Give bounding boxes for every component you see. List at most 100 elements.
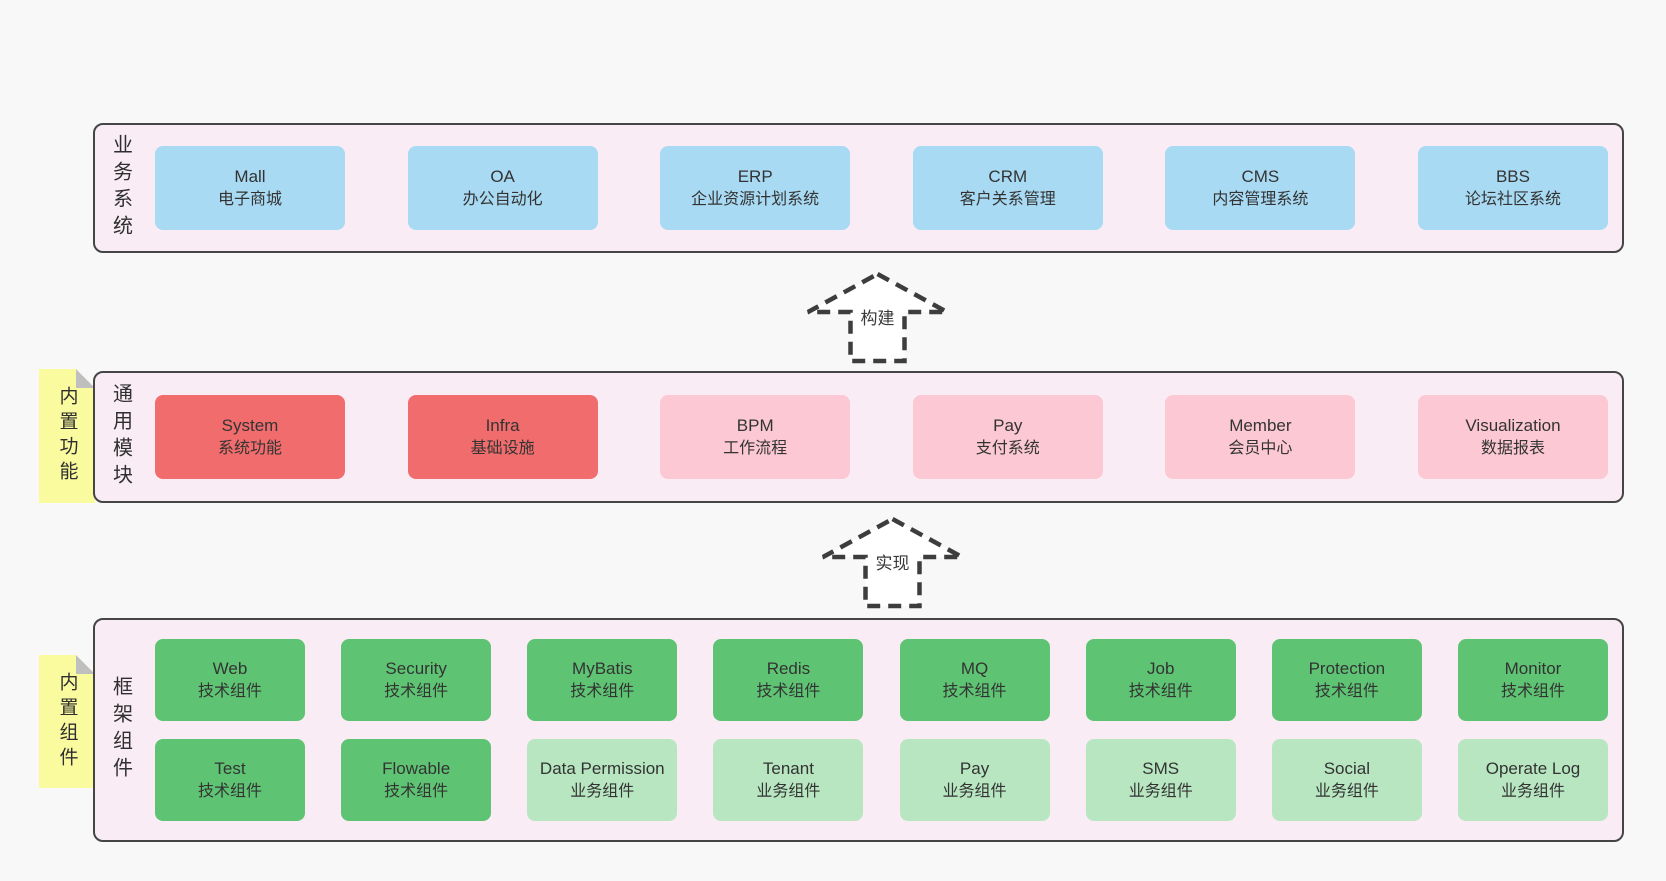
box-subtitle: 技术组件 — [570, 682, 635, 700]
box-redis: Redis 技术组件 — [713, 638, 864, 721]
common-modules-row: System 系统功能 Infra 基础设施 BPM 工作流程 Pay 支付系统 Member 会… — [147, 373, 1622, 501]
box-title: Redis — [766, 658, 811, 678]
box-subtitle: 会员中心 — [1228, 440, 1293, 457]
box-mybatis: MyBatis 技术组件 — [527, 638, 678, 721]
box-monitor: Monitor 技术组件 — [1457, 638, 1608, 721]
box-title: Protection — [1308, 658, 1386, 678]
box-visualization: Visualization 数据报表 — [1417, 395, 1608, 479]
box-subtitle: 技术组件 — [1500, 682, 1565, 700]
box-title: Social — [1323, 759, 1370, 779]
box-bpm: BPM 工作流程 — [660, 395, 851, 479]
box-subtitle: 业务组件 — [1500, 783, 1565, 801]
panel-side-label-text: 通用模块 — [109, 383, 132, 491]
box-title: Test — [214, 759, 246, 779]
box-title: CRM — [988, 167, 1028, 186]
box-subtitle: 客户关系管理 — [959, 191, 1056, 208]
panel-common-modules: 通用模块 System 系统功能 Infra 基础设施 BPM 工作流程 Pay 支付系统 Me… — [93, 371, 1624, 503]
box-web: Web 技术组件 — [155, 638, 305, 721]
box-title: SMS — [1142, 759, 1180, 779]
box-title: Flowable — [382, 759, 451, 779]
box-title: Monitor — [1504, 658, 1562, 678]
box-subtitle: 工作流程 — [723, 440, 788, 457]
box-protection: Protection 技术组件 — [1271, 638, 1422, 721]
box-title: Pay — [959, 759, 990, 779]
box-title: MyBatis — [572, 658, 633, 678]
box-title: OA — [490, 167, 515, 186]
box-subtitle: 技术组件 — [1314, 682, 1379, 700]
box-subtitle: 技术组件 — [1128, 682, 1193, 700]
box-title: Web — [212, 658, 248, 678]
box-tenant: Tenant 业务组件 — [713, 739, 864, 822]
box-subtitle: 业务组件 — [1314, 783, 1379, 801]
box-bbs: BBS 论坛社区系统 — [1417, 146, 1608, 230]
box-crm: CRM 客户关系管理 — [912, 146, 1103, 230]
box-mq: MQ 技术组件 — [899, 638, 1050, 721]
box-title: BBS — [1495, 167, 1530, 186]
panel-side-label-text: 框架组件 — [109, 676, 132, 784]
box-data-permission: Data Permission 业务组件 — [527, 739, 678, 822]
box-subtitle: 基础设施 — [470, 440, 535, 457]
panel-side-label: 业务系统 — [95, 125, 147, 251]
arrow-implement-label: 实现 — [873, 551, 912, 577]
box-subtitle: 业务组件 — [756, 783, 821, 801]
sticky-tag-label: 内置功能 — [56, 386, 78, 486]
box-title: ERP — [737, 167, 773, 186]
box-subtitle: 业务组件 — [1128, 783, 1193, 801]
box-title: Infra — [485, 416, 520, 435]
box-infra: Infra 基础设施 — [407, 395, 598, 479]
box-subtitle: 企业资源计划系统 — [691, 191, 820, 208]
box-subtitle: 电子商城 — [217, 191, 282, 208]
box-title: MQ — [960, 658, 989, 678]
box-subtitle: 业务组件 — [942, 783, 1007, 801]
box-pay: Pay 业务组件 — [899, 739, 1050, 822]
sticky-tag-label: 内置组件 — [56, 671, 78, 772]
box-sms: SMS 业务组件 — [1085, 739, 1236, 822]
panel-side-label-text: 业务系统 — [109, 134, 132, 242]
box-subtitle: 办公自动化 — [462, 191, 543, 208]
box-cms: CMS 内容管理系统 — [1165, 146, 1356, 230]
box-title: Pay — [993, 416, 1023, 435]
box-subtitle: 内容管理系统 — [1212, 191, 1309, 208]
box-title: CMS — [1241, 167, 1280, 186]
arrow-build: 构建 — [805, 270, 950, 365]
box-subtitle: 支付系统 — [975, 440, 1040, 457]
box-operate-log: Operate Log 业务组件 — [1457, 739, 1608, 822]
panel-side-label: 框架组件 — [95, 620, 147, 840]
box-subtitle: 数据报表 — [1480, 440, 1545, 457]
box-member: Member 会员中心 — [1165, 395, 1356, 479]
box-title: System — [221, 416, 279, 435]
box-title: Visualization — [1465, 416, 1561, 435]
box-subtitle: 技术组件 — [942, 682, 1007, 700]
box-pay: Pay 支付系统 — [912, 395, 1103, 479]
box-subtitle: 技术组件 — [197, 783, 262, 801]
sticky-tag-built-in-features: 内置功能 — [39, 369, 95, 503]
box-test: Test 技术组件 — [155, 739, 305, 822]
panel-business-systems: 业务系统 Mall 电子商城 OA 办公自动化 ERP 企业资源计划系统 CRM 客户关系管理… — [93, 123, 1624, 253]
box-subtitle: 系统功能 — [217, 440, 282, 457]
arrow-implement: 实现 — [820, 515, 965, 610]
box-title: Mall — [234, 167, 266, 186]
box-title: Member — [1229, 416, 1292, 435]
box-mall: Mall 电子商城 — [155, 146, 345, 230]
box-subtitle: 论坛社区系统 — [1464, 191, 1561, 208]
box-title: Tenant — [762, 759, 814, 779]
box-title: Data Permission — [539, 759, 665, 779]
box-subtitle: 技术组件 — [756, 682, 821, 700]
box-subtitle: 技术组件 — [197, 682, 262, 700]
box-title: Operate Log — [1485, 759, 1581, 779]
box-erp: ERP 企业资源计划系统 — [660, 146, 851, 230]
business-systems-row: Mall 电子商城 OA 办公自动化 ERP 企业资源计划系统 CRM 客户关系管理 CMS 内容… — [147, 125, 1622, 251]
panel-side-label: 通用模块 — [95, 373, 147, 501]
sticky-tag-built-in-components: 内置组件 — [39, 655, 95, 788]
box-oa: OA 办公自动化 — [407, 146, 598, 230]
box-title: BPM — [736, 416, 774, 435]
arrow-build-label: 构建 — [858, 306, 897, 332]
box-subtitle: 技术组件 — [384, 682, 449, 700]
box-subtitle: 业务组件 — [570, 783, 635, 801]
